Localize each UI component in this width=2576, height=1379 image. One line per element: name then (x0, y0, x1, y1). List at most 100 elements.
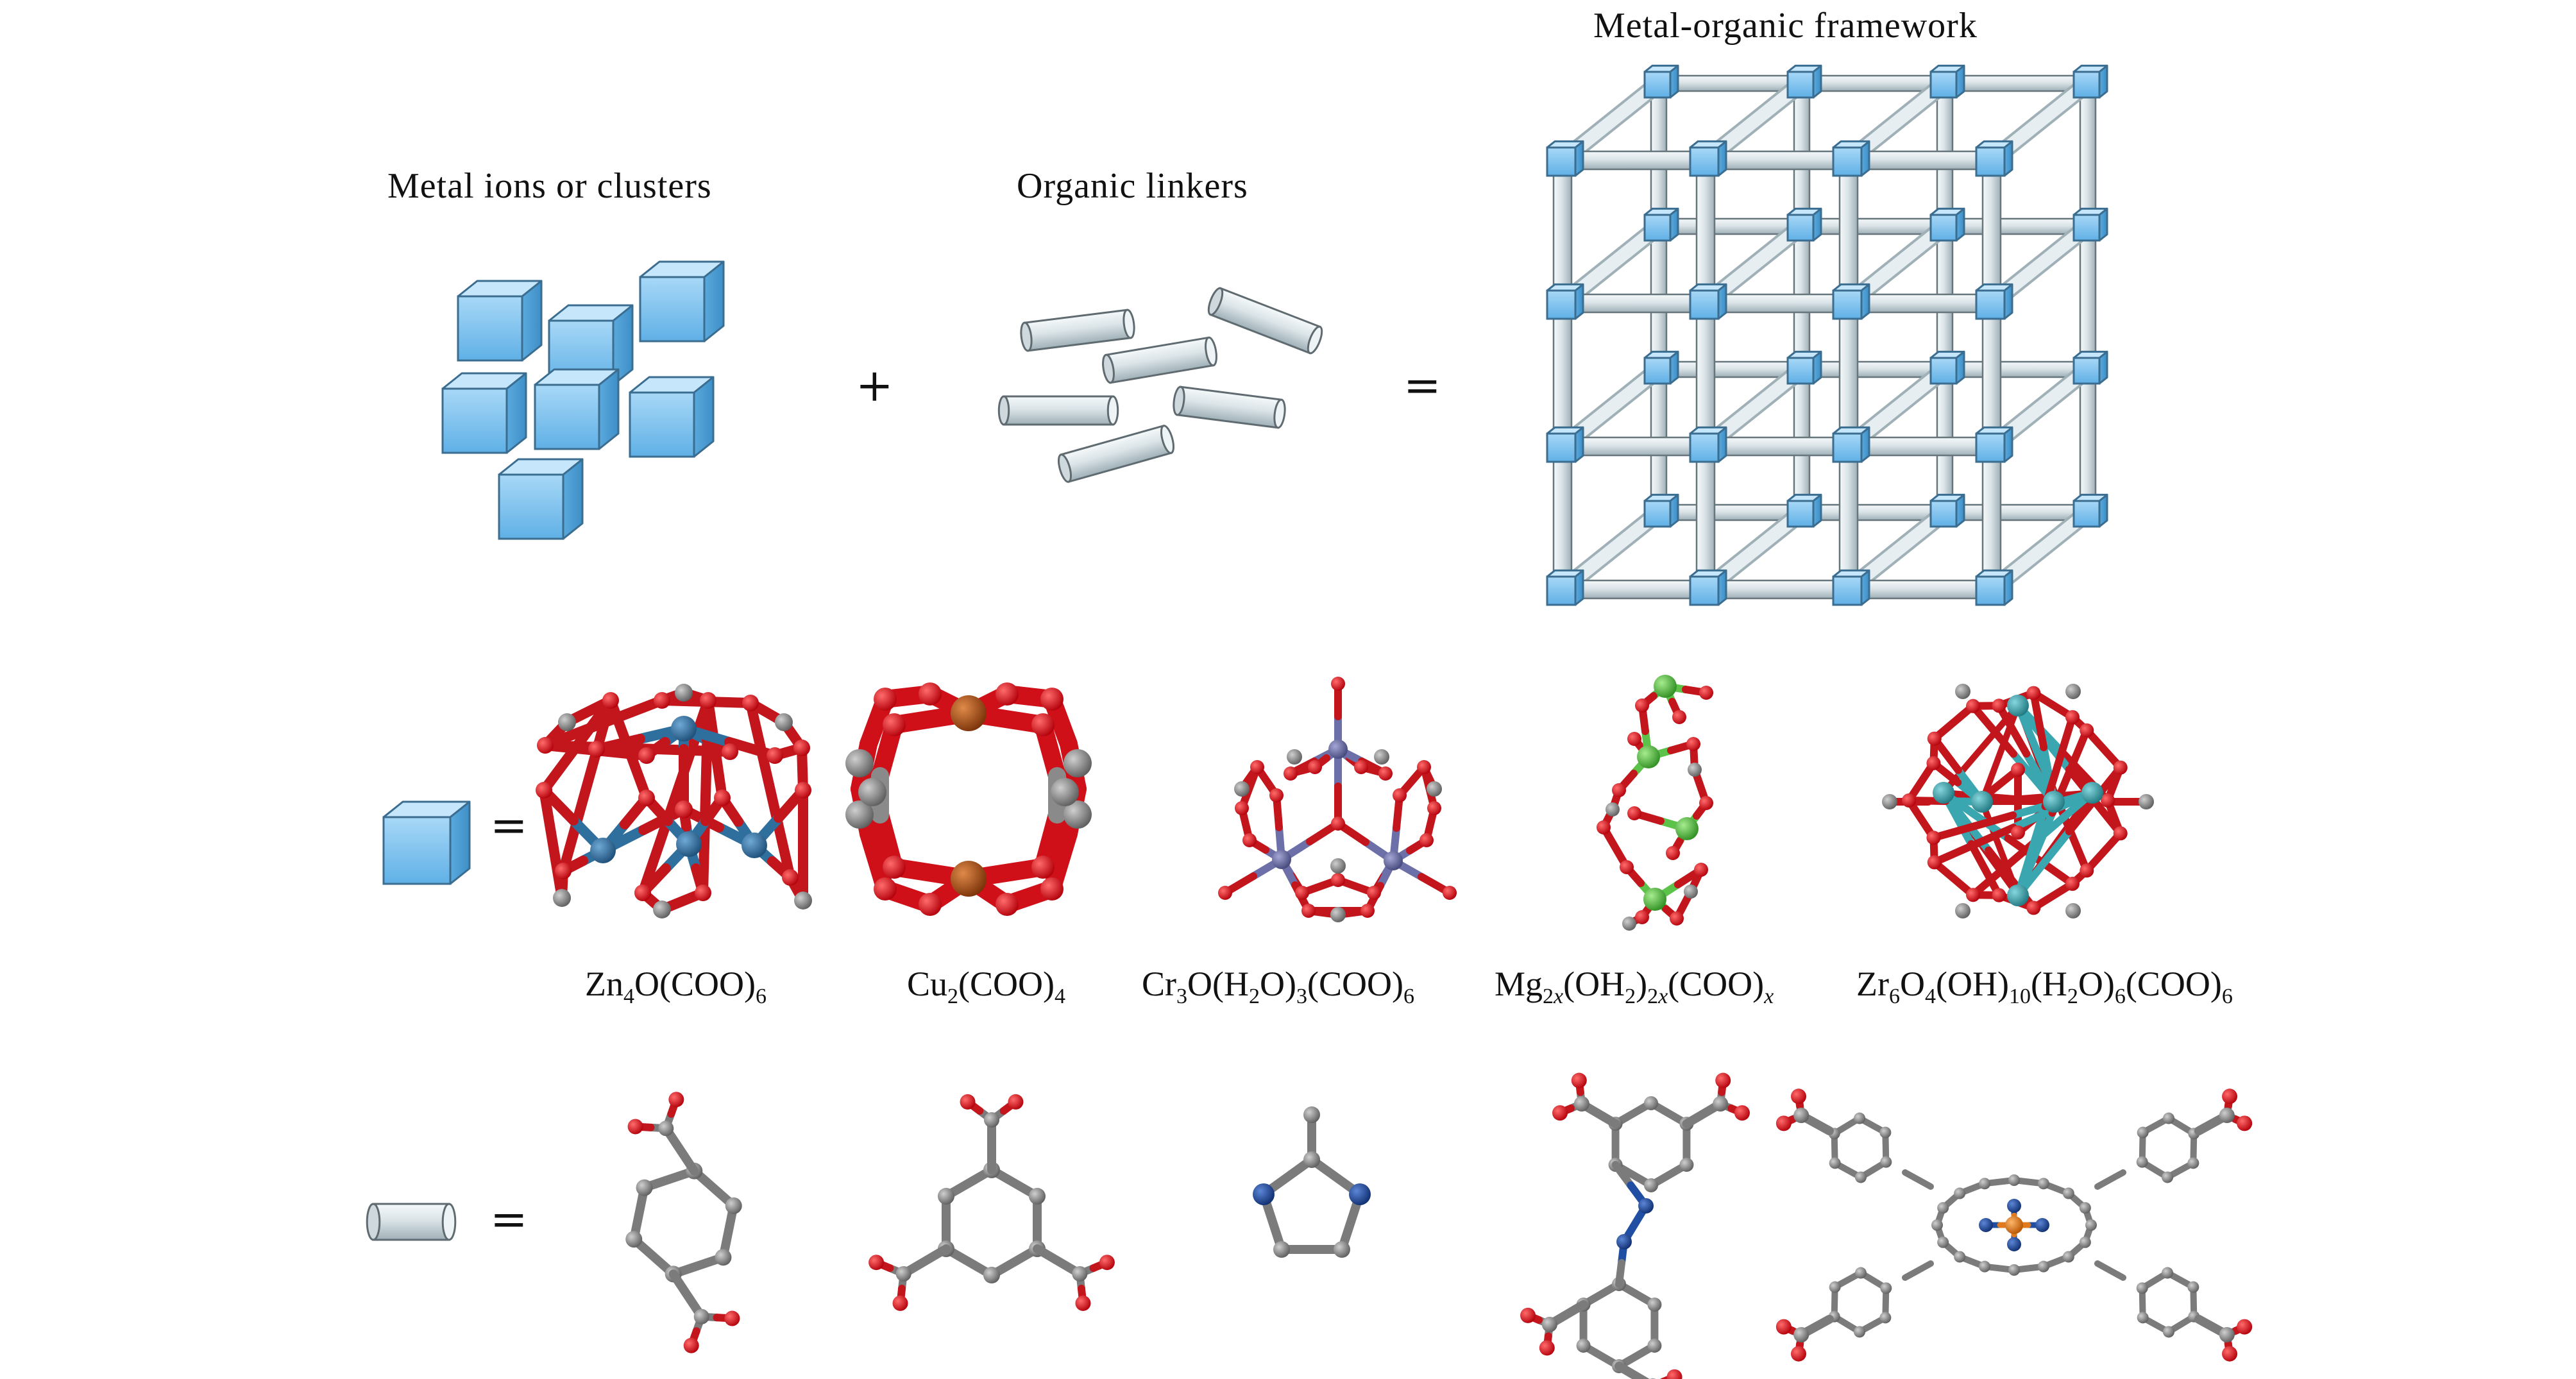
framework-linker (1847, 293, 1993, 314)
bond (2083, 829, 2124, 875)
framework-node-cube (2072, 64, 2108, 99)
oxygen-atom (2065, 876, 2080, 891)
bond (899, 1244, 951, 1278)
framework-linker (1801, 360, 1946, 378)
oxygen-atom (883, 713, 906, 736)
cluster-structures (536, 675, 2154, 931)
oxygen-atom (782, 869, 799, 886)
cluster-cube-icon (534, 368, 620, 450)
oxygen-atom (1378, 766, 1393, 781)
organic-linkers-title: Organic linkers (1017, 166, 1248, 206)
framework-linker (1552, 159, 1573, 305)
carbon-atom (725, 1197, 742, 1214)
oxygen-atom (1308, 760, 1322, 774)
carbon-atom (2037, 1260, 2049, 1273)
carbon-atom (2062, 1187, 2074, 1199)
magnesium-atom (1675, 817, 1699, 840)
oxygen-atom (1620, 860, 1634, 874)
bond (2029, 689, 2048, 752)
framework-node-cube (1929, 64, 1965, 99)
bond (1614, 1362, 1650, 1379)
oxygen-atom (1331, 873, 1345, 887)
organic-linker-rod-icon (1207, 287, 1323, 355)
carbon-atom (1029, 1188, 1046, 1205)
framework-linker (1695, 159, 1716, 305)
bond (558, 695, 616, 876)
carbon-atom (658, 1121, 674, 1137)
formula-zr6o4: Zr6O4(OH)10(H2O)6(COO)6 (1856, 965, 2233, 1008)
framework-node-cube (1929, 207, 1965, 242)
framework-node-cube (1643, 493, 1679, 528)
carbon-atom (1330, 907, 1346, 922)
oxygen-atom (588, 741, 605, 757)
oxygen-atom (919, 682, 942, 706)
framework-linker (1944, 74, 2089, 92)
oxygen-atom (996, 682, 1019, 706)
carbon-atom (1793, 1326, 1809, 1342)
framework-node-cube (1975, 569, 2013, 606)
carbon-atom (1979, 1178, 1991, 1190)
oxygen-atom (2113, 760, 2128, 775)
equals-symbol-top: = (1403, 359, 1441, 412)
azobenzene-linker-structure (1520, 1072, 1750, 1379)
framework-node-cube (1546, 140, 1584, 177)
oxygen-atom (1966, 888, 1980, 902)
oxygen-atom (654, 692, 670, 709)
oxygen-atom (1031, 713, 1055, 736)
oxygen-atom (1031, 856, 1055, 879)
oxygen-atom (1715, 1072, 1731, 1088)
framework-linker (1695, 445, 1716, 591)
magnesium-atom (1654, 675, 1677, 698)
oxygen-atom (2065, 710, 2080, 725)
oxygen-atom (1393, 788, 1407, 802)
carbon-atom (625, 1231, 643, 1248)
carbon-atom (1880, 1282, 1892, 1294)
carbon-atom (1606, 802, 1620, 816)
bond (629, 1183, 649, 1244)
framework-node-cube (2072, 207, 2108, 242)
oxygen-atom (675, 800, 693, 818)
carbon-atom (1955, 684, 1970, 699)
carbon-atom (1688, 763, 1702, 777)
carbon-atom (1937, 1202, 1949, 1214)
framework-node-cube (1832, 569, 1870, 606)
oxygen-atom (1301, 904, 1316, 918)
oxygen-atom (1627, 806, 1641, 820)
porphyrin-linker-structure (1775, 1088, 2253, 1362)
formula-cr3o: Cr3O(H2O)3(COO)6 (1142, 965, 1414, 1008)
carbon-atom (2065, 684, 2081, 699)
framework-linker (1695, 302, 1716, 448)
nitrogen-atom (2035, 1218, 2049, 1232)
framework-linker (1657, 74, 1803, 92)
oxygen-atom (1075, 1295, 1091, 1311)
oxygen-atom (536, 782, 552, 799)
bond (1033, 1244, 1085, 1278)
carbon-atom (2008, 1264, 2020, 1276)
oxygen-atom (1902, 793, 1916, 808)
oxygen-atom (602, 692, 619, 709)
copper-atom (951, 861, 987, 897)
framework-node-cube (1786, 493, 1822, 528)
oxygen-atom (793, 740, 810, 756)
bond (540, 740, 602, 754)
oxygen-atom (1790, 1088, 1806, 1104)
framework-node-cube (1786, 64, 1822, 99)
oxygen-atom (2237, 1115, 2253, 1131)
carbon-atom (2136, 1156, 2148, 1168)
oxygen-atom (1635, 698, 1649, 713)
framework-node-cube (1689, 569, 1727, 606)
carbon-atom (2062, 1251, 2074, 1263)
framework-node-cube (1546, 569, 1584, 606)
carbon-atom (1829, 1281, 1841, 1293)
nitrogen-atom (1638, 1198, 1654, 1214)
bond (1929, 811, 2017, 842)
framework-node-cube (1832, 140, 1870, 177)
framework-linker (2079, 225, 2097, 371)
carbon-atom (775, 713, 793, 731)
framework-linker (1838, 445, 1859, 591)
bond (1969, 840, 2037, 899)
framework-linker (1944, 217, 2089, 235)
bond (2083, 726, 2124, 772)
carbon-atom (2065, 903, 2081, 918)
carbon-atom (1622, 917, 1636, 931)
